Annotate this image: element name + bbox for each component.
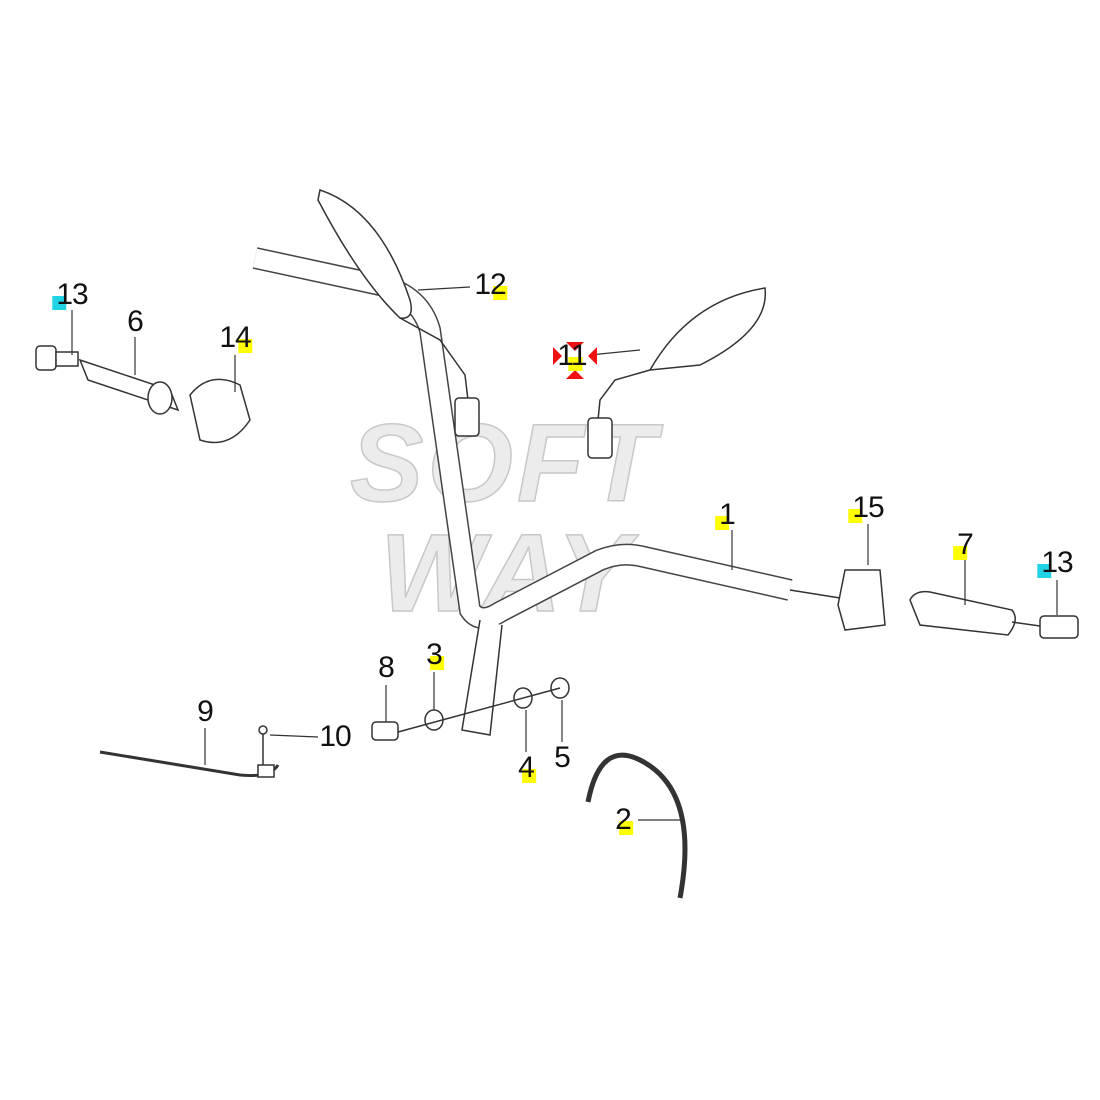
callout-1[interactable]: 1 [715, 500, 736, 530]
callout-4[interactable]: 4 [518, 751, 536, 784]
selection-arrows-icon [553, 342, 597, 379]
callout-3[interactable]: 3 [426, 638, 444, 671]
throttle-cable-part [99, 725, 280, 778]
callout-11-selected[interactable]: 11 [557, 339, 588, 372]
callout-13-left[interactable]: 13 [52, 280, 89, 310]
bolt-washer-parts [371, 677, 570, 741]
callout-8[interactable]: 8 [378, 651, 395, 684]
callout-5[interactable]: 5 [554, 741, 571, 774]
right-mirror-part [587, 287, 767, 459]
callout-9[interactable]: 9 [197, 695, 214, 728]
hose-part [585, 752, 688, 899]
left-mirror-part [317, 189, 480, 437]
leader-lines [71, 286, 1058, 821]
callout-13-right[interactable]: 13 [1037, 548, 1074, 578]
right-grip-parts [789, 569, 1079, 639]
callout-15[interactable]: 15 [848, 493, 885, 523]
callout-7[interactable]: 7 [953, 530, 974, 560]
callout-14[interactable]: 14 [219, 321, 253, 354]
callout-2[interactable]: 2 [615, 803, 633, 836]
callout-12[interactable]: 12 [474, 268, 508, 301]
callout-6[interactable]: 6 [127, 305, 144, 338]
callout-10[interactable]: 10 [319, 720, 351, 753]
left-grip-parts [35, 345, 251, 444]
